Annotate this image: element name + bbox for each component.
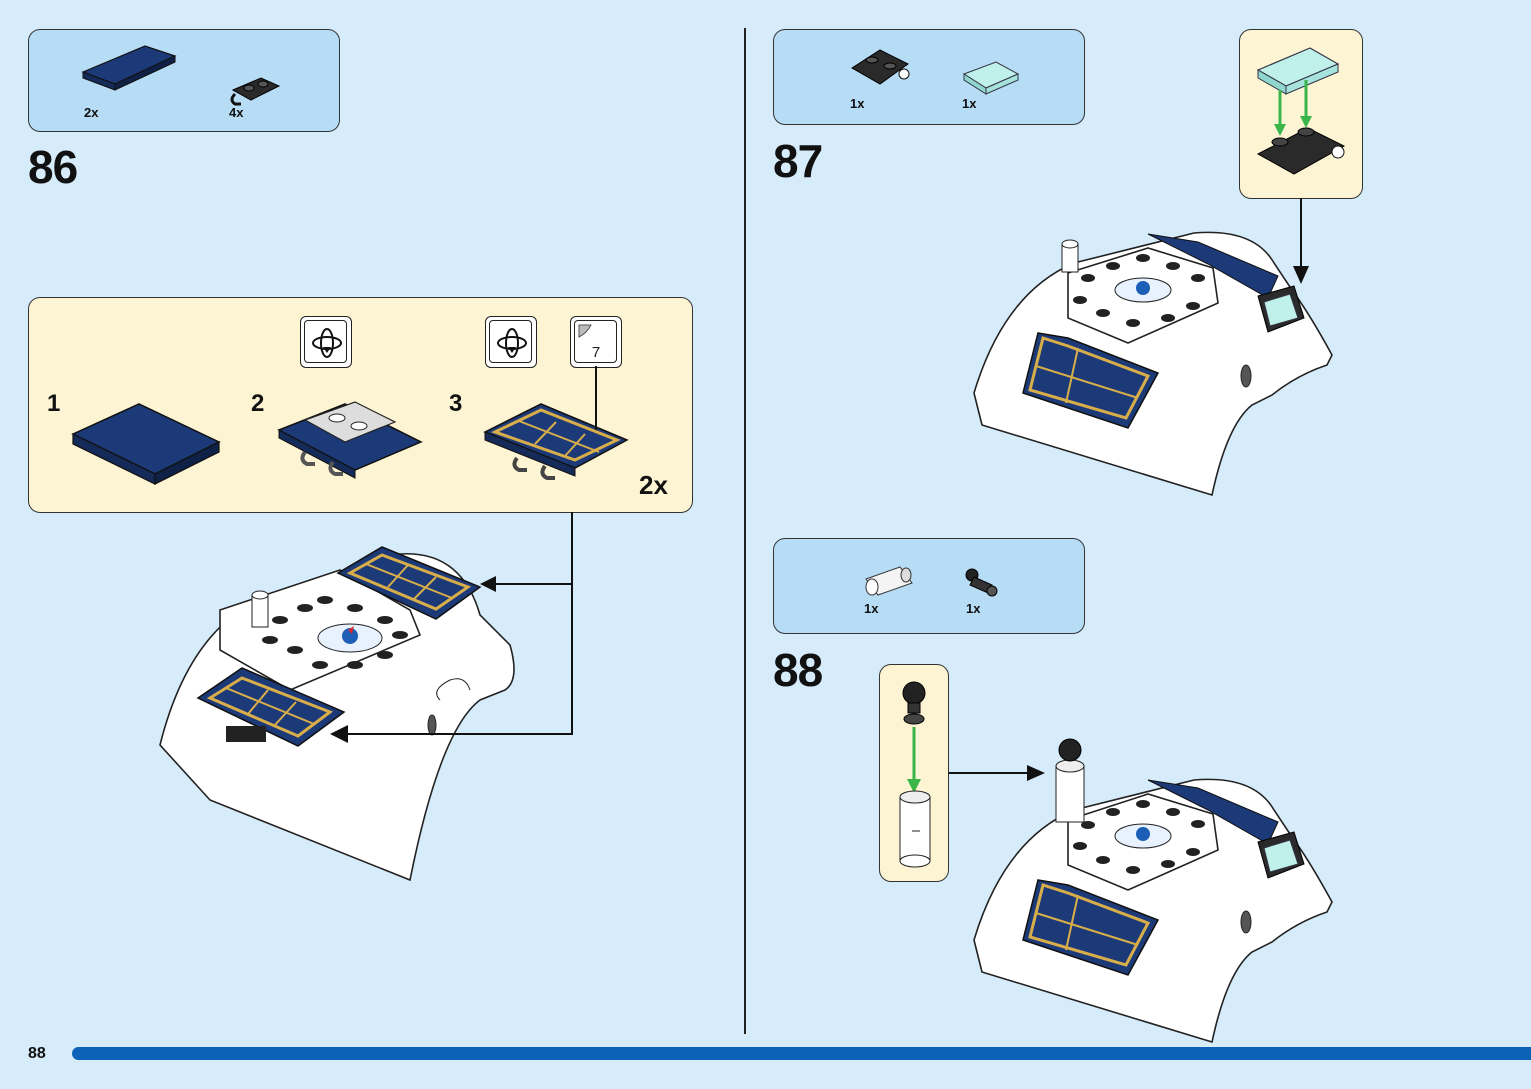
- black-tow-ball-pin-icon: [965, 568, 998, 597]
- rotate-model-icon: [485, 316, 537, 368]
- part-qty: 4x: [229, 105, 244, 120]
- substep-number: 2: [251, 390, 265, 417]
- substep-number: 3: [449, 390, 463, 417]
- part-qty: 1x: [962, 96, 977, 111]
- dark-blue-tile-icon: [81, 45, 177, 91]
- step-88-parts-list: 1x 1x: [773, 538, 1085, 634]
- station-model-step-87: [973, 231, 1333, 497]
- step-number: 87: [773, 135, 823, 187]
- page-number: 88: [28, 1045, 46, 1062]
- callout-arrow: [949, 765, 1045, 781]
- rotate-model-icon: [300, 316, 352, 368]
- black-clip-plate-icon: [230, 77, 281, 106]
- page-reference-icon: 7: [570, 316, 622, 368]
- solar-panel-assembly: [483, 403, 629, 480]
- trans-light-blue-tile-icon: [962, 61, 1020, 95]
- trans-tile-on-holder: [1256, 47, 1346, 175]
- assembly-multiplier: 2x: [639, 470, 668, 500]
- tow-ball-into-connector: [899, 681, 931, 868]
- callout-arrow: [1293, 198, 1309, 284]
- sub-assembly-panel: 1 2 3 7: [28, 297, 693, 513]
- callout-panel: [879, 664, 949, 882]
- part-qty: 1x: [864, 601, 879, 616]
- substep-number: 1: [47, 390, 61, 417]
- station-model-step-88: [973, 738, 1333, 1044]
- part-qty: 1x: [850, 96, 865, 111]
- step-number: 86: [28, 141, 78, 193]
- assembly-arrow: [330, 512, 573, 743]
- page-reference-number: 7: [591, 344, 601, 361]
- step-number: 88: [773, 644, 823, 696]
- black-plate-bar-holder-icon: [851, 49, 910, 85]
- solar-panel-front: [196, 667, 346, 747]
- callout-panel: [1239, 29, 1363, 199]
- white-pin-connector-icon: [865, 566, 913, 596]
- step-86-parts-list: 2x 4x: [28, 29, 340, 132]
- dark-blue-tile-icon: [71, 403, 221, 485]
- part-qty: 2x: [84, 105, 99, 120]
- page-divider: [744, 28, 746, 1034]
- solar-panel-top: [336, 546, 482, 620]
- part-qty: 1x: [966, 601, 981, 616]
- page-reference-leader-line: [595, 366, 597, 430]
- tile-with-clips-assembly: [277, 401, 423, 479]
- step-87-parts-list: 1x 1x: [773, 29, 1085, 125]
- footer-progress-bar: [72, 1047, 1531, 1060]
